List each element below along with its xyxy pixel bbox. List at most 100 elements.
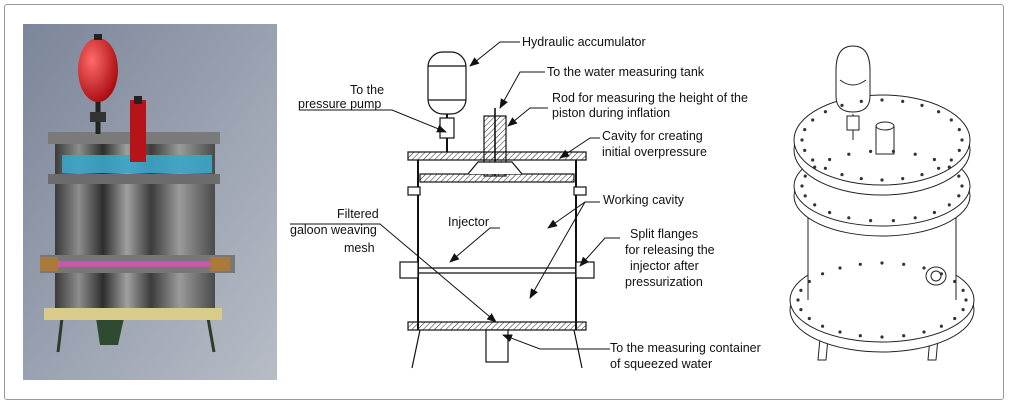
bolt-hole [807, 279, 811, 284]
schematic-drawing [399, 51, 595, 369]
bolt-hole [949, 158, 953, 162]
bolt-hole [803, 174, 807, 178]
bolt-hole [807, 316, 811, 321]
schematic-outlet [485, 329, 509, 363]
label-injector: Injector [448, 215, 489, 229]
bolt-hole [964, 298, 968, 302]
bolt-hole [902, 262, 906, 266]
label-split-flanges-line1: Split flanges [630, 227, 698, 241]
bolt-hole [803, 128, 807, 132]
label-filtered-mesh-line3: mesh [344, 241, 375, 255]
render-flange-clamp-right [210, 257, 230, 271]
bolt-hole [859, 177, 863, 181]
label-pressure-pump-line2: pressure pump [298, 97, 381, 111]
bolt-hole [920, 173, 924, 177]
label-rod-line2: piston during inflation [552, 106, 670, 120]
bolt-hole [880, 178, 884, 182]
render-mid-flange [48, 174, 220, 184]
bolt-hole [949, 118, 953, 122]
label-split-flanges-line3: injector after [630, 259, 699, 273]
render-piston-blue [62, 155, 212, 173]
bolt-hole [957, 194, 961, 198]
bolt-hole [840, 173, 844, 177]
bolt-hole [922, 266, 926, 270]
schematic-bottom-plate [407, 321, 587, 331]
bolt-hole [961, 288, 965, 292]
render-rod [130, 100, 146, 162]
bolt-hole [953, 279, 957, 284]
bolt-hole [953, 316, 957, 321]
bolt-hole [880, 98, 884, 102]
bolt-hole [803, 148, 807, 152]
label-water-measuring-tank: To the water measuring tank [547, 65, 705, 79]
bolt-hole [828, 210, 832, 215]
schematic-accumulator [427, 51, 467, 115]
bolt-hole [880, 261, 884, 265]
bolt-hole [869, 219, 873, 223]
bolt-hole [847, 152, 851, 156]
bolt-hole [799, 288, 803, 292]
bolt-hole [799, 308, 803, 312]
bolt-hole [932, 210, 937, 215]
label-split-flanges-line2: for releasing the [625, 243, 715, 257]
label-filtered-mesh-line1: Filtered [337, 207, 379, 221]
bolt-hole [821, 324, 825, 328]
bolt-hole [902, 334, 906, 338]
bolt-hole [891, 219, 896, 223]
bolt-hole [939, 272, 944, 276]
bolt-hole [913, 152, 917, 156]
bolt-hole [920, 103, 924, 107]
bolt-hole [859, 99, 863, 103]
bolt-hole [811, 158, 815, 162]
bolt-hole [838, 266, 842, 270]
bolt-hole [960, 138, 964, 142]
bolt-hole [922, 330, 926, 334]
render-base-flange [44, 308, 222, 320]
bolt-hole [858, 334, 862, 338]
render-3d-panel [23, 24, 277, 380]
bolt-hole [813, 203, 817, 207]
bolt-hole [828, 157, 832, 162]
label-measuring-container-line2: of squeezed water [610, 357, 712, 371]
render-accumulator [78, 38, 118, 102]
isometric-drawing [789, 45, 975, 361]
schematic-piston [419, 173, 575, 183]
label-measuring-container-line1: To the measuring container [610, 341, 761, 355]
label-cavity-line1: Cavity for creating [602, 129, 703, 143]
label-rod-line1: Rod for measuring the height of the [552, 91, 748, 105]
schematic-split-flange-right [575, 261, 595, 279]
schematic-split-flange-left [399, 261, 419, 279]
bolt-hole [821, 272, 825, 276]
bolt-hole [800, 138, 804, 142]
bolt-hole [811, 118, 815, 122]
bolt-hole [869, 149, 873, 153]
bolt-hole [957, 148, 961, 152]
bolt-hole [858, 262, 862, 266]
bolt-hole [813, 165, 817, 169]
label-hydraulic-accumulator: Hydraulic accumulator [522, 35, 646, 49]
render-flange-clamp-left [40, 257, 58, 271]
bolt-hole [961, 308, 965, 312]
iso-bolt-holes [796, 98, 968, 339]
bolt-hole [957, 174, 961, 178]
bolt-hole [901, 99, 905, 103]
bolt-hole [796, 298, 800, 302]
bolt-hole [823, 166, 828, 170]
leader-lines [290, 41, 620, 350]
bolt-hole [947, 203, 951, 207]
bolt-hole [847, 216, 851, 220]
bolt-hole [880, 335, 884, 339]
bolt-hole [947, 165, 951, 169]
bolt-hole [960, 184, 964, 188]
bolt-hole [937, 110, 941, 114]
bolt-hole [800, 184, 804, 188]
iso-accumulator [835, 45, 871, 113]
bolt-hole [901, 177, 905, 181]
label-split-flanges-line4: pressurization [625, 275, 703, 289]
label-filtered-mesh-line2: galoon weaving [290, 223, 377, 237]
bolt-hole [957, 128, 961, 132]
labels: Hydraulic accumulator To the water measu… [290, 35, 761, 371]
render-legs [56, 317, 216, 353]
render-injector [50, 261, 220, 267]
